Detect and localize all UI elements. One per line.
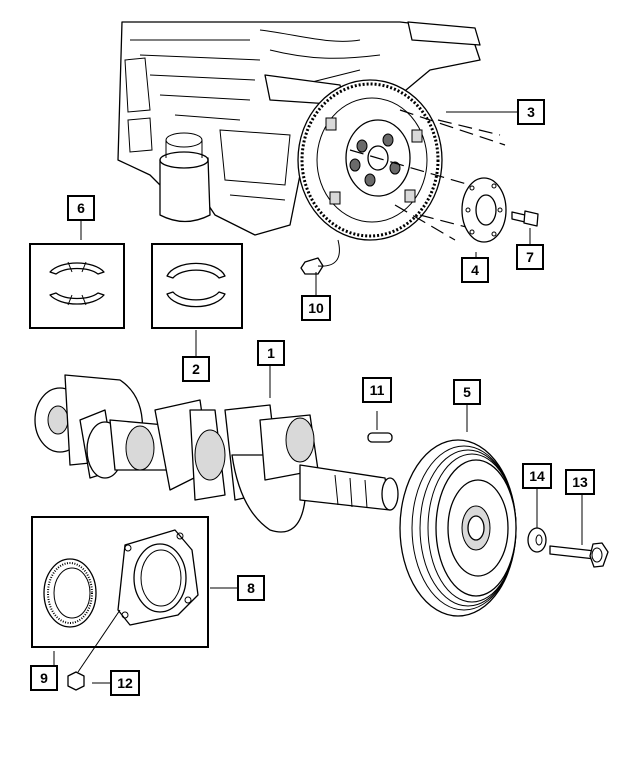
rear-seal-frame xyxy=(31,516,209,648)
svg-text:7: 7 xyxy=(526,249,534,265)
converter-bolt xyxy=(300,239,340,275)
callout-7[interactable]: 7 xyxy=(516,244,544,270)
svg-text:8: 8 xyxy=(247,580,255,596)
svg-text:10: 10 xyxy=(308,300,324,316)
damper-washer xyxy=(527,527,547,553)
callout-14[interactable]: 14 xyxy=(522,463,552,489)
callout-13[interactable]: 13 xyxy=(565,469,595,495)
svg-text:4: 4 xyxy=(471,262,479,278)
callout-3[interactable]: 3 xyxy=(517,99,545,125)
rear-seal xyxy=(43,558,97,628)
damper-bolt xyxy=(549,542,609,568)
flexplate-bolt xyxy=(511,210,539,227)
vibration-damper xyxy=(399,439,517,617)
callout-12[interactable]: 12 xyxy=(110,670,140,696)
engine-block xyxy=(117,21,481,236)
main-bearing-frame xyxy=(29,243,125,329)
svg-text:1: 1 xyxy=(267,345,275,361)
flexplate xyxy=(297,79,443,241)
callout-9[interactable]: 9 xyxy=(30,665,58,691)
svg-text:12: 12 xyxy=(117,675,133,691)
seal-retainer xyxy=(117,529,199,626)
svg-text:2: 2 xyxy=(192,361,200,377)
svg-text:3: 3 xyxy=(527,104,535,120)
svg-text:5: 5 xyxy=(463,384,471,400)
callout-8[interactable]: 8 xyxy=(237,575,265,601)
svg-text:11: 11 xyxy=(370,382,385,398)
retainer-bolt xyxy=(67,671,85,691)
svg-text:14: 14 xyxy=(529,468,545,484)
dowel-pin xyxy=(367,432,393,443)
crankshaft xyxy=(34,374,399,533)
callout-1[interactable]: 1 xyxy=(257,340,285,366)
callout-2[interactable]: 2 xyxy=(182,356,210,382)
callout-4[interactable]: 4 xyxy=(461,257,489,283)
rod-bearing-frame xyxy=(151,243,243,329)
svg-text:13: 13 xyxy=(572,474,588,490)
svg-text:6: 6 xyxy=(77,200,85,216)
svg-text:9: 9 xyxy=(40,670,48,686)
callout-11[interactable]: 11 xyxy=(362,377,392,403)
adapter-plate xyxy=(461,177,507,243)
callout-5[interactable]: 5 xyxy=(453,379,481,405)
rod-bearing xyxy=(166,262,226,308)
callout-10[interactable]: 10 xyxy=(301,295,331,321)
callout-6[interactable]: 6 xyxy=(67,195,95,221)
main-bearing xyxy=(49,261,105,306)
